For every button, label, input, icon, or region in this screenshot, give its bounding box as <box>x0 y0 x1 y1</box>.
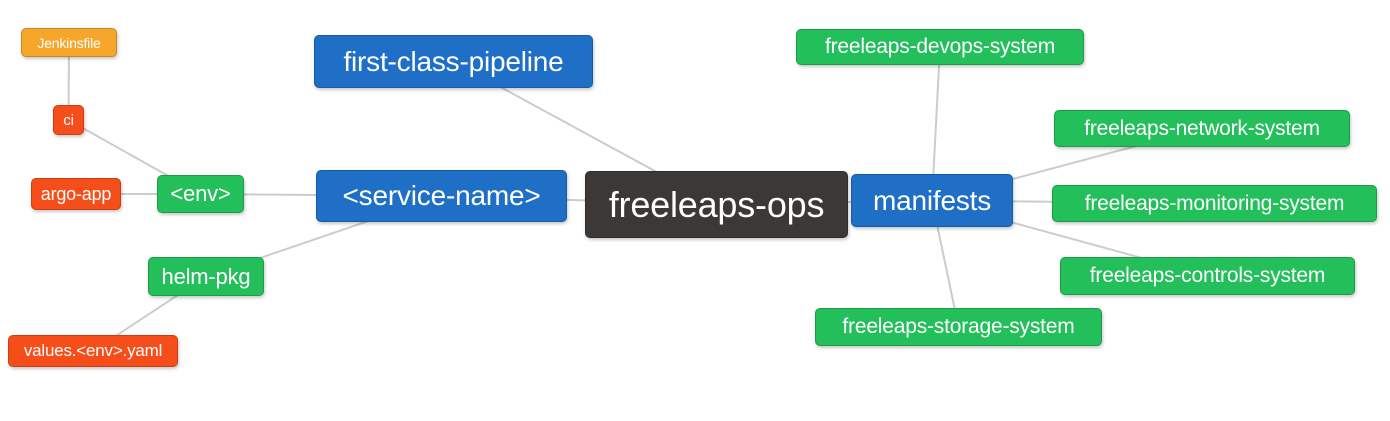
node-first-class-pipeline[interactable]: first-class-pipeline <box>314 35 593 88</box>
node-env[interactable]: <env> <box>157 175 244 213</box>
node-controls-system[interactable]: freeleaps-controls-system <box>1060 257 1355 295</box>
node-ci[interactable]: ci <box>53 105 84 135</box>
node-monitoring-system[interactable]: freeleaps-monitoring-system <box>1052 185 1377 222</box>
node-helm-pkg[interactable]: helm-pkg <box>148 257 264 296</box>
node-devops-system[interactable]: freeleaps-devops-system <box>796 29 1084 65</box>
node-jenkinsfile[interactable]: Jenkinsfile <box>21 28 117 57</box>
node-service-name[interactable]: <service-name> <box>316 170 567 222</box>
node-argo-app[interactable]: argo-app <box>31 178 121 210</box>
node-storage-system[interactable]: freeleaps-storage-system <box>815 308 1102 346</box>
node-network-system[interactable]: freeleaps-network-system <box>1054 110 1350 147</box>
node-freeleaps-ops[interactable]: freeleaps-ops <box>585 171 848 238</box>
node-values-env-yaml[interactable]: values.<env>.yaml <box>8 335 178 367</box>
node-manifests[interactable]: manifests <box>851 174 1013 227</box>
